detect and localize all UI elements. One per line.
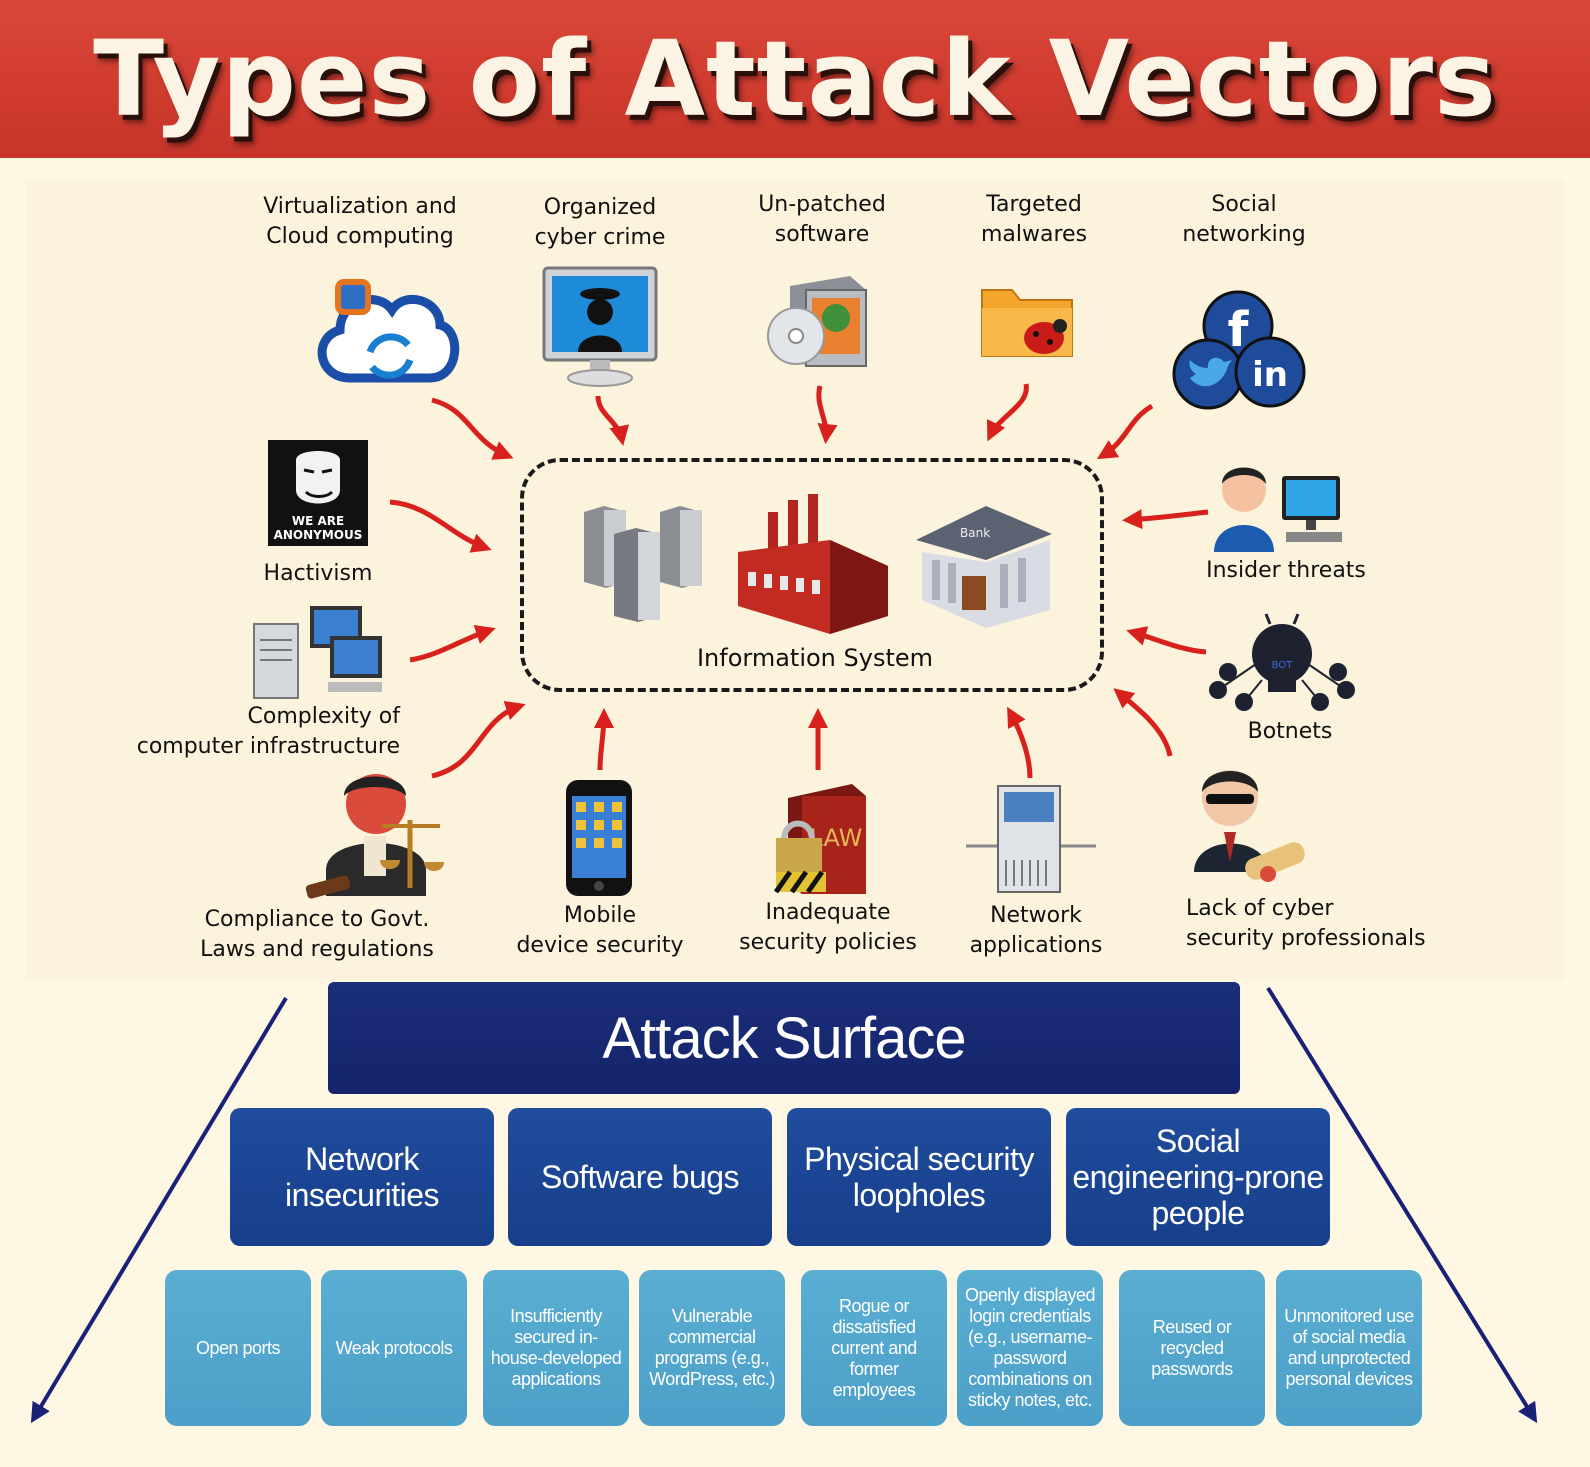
label-security-policies: Inadequate security policies [739,900,917,955]
arrow-mobile [593,708,614,771]
svg-text:ANONYMOUS: ANONYMOUS [274,528,363,542]
linkedin-icon: in [1234,336,1306,408]
arrow-complexity [409,624,496,663]
label-unpatched-software: Un-patched software [758,192,886,247]
arrow-hactivism [389,499,492,553]
law-book-lock-icon: LAW [773,784,866,894]
network-server-icon [966,785,1096,893]
anonymous-mask-icon: WE ARE ANONYMOUS [268,440,368,546]
category-physical-security: Physical security loopholes [787,1108,1051,1246]
item-weak-protocols: Weak protocols [321,1270,467,1426]
category-social-engineering: Social engineering-prone people [1066,1108,1330,1246]
twitter-icon [1172,338,1244,410]
cloud-icon [317,279,460,383]
information-system-box [520,458,1104,692]
attack-surface-banner: Attack Surface [328,982,1240,1094]
folder-bug-icon [981,289,1073,357]
label-complexity: Complexity of computer infrastructure [136,704,400,759]
arrow-botnets [1126,626,1207,655]
label-virtualization: Virtualization and Cloud computing [263,194,457,249]
security-agent-icon [1194,770,1305,882]
header-banner: Types of Attack Vectors [0,0,1590,158]
item-login-credentials: Openly displayed login credentials (e.g.… [957,1270,1103,1426]
page-title: Types of Attack Vectors [93,18,1497,140]
svg-text:BOT: BOT [1272,660,1294,671]
category-network-insecurities: Network insecurities [230,1108,494,1246]
arrow-virtualization [431,397,514,460]
svg-text:Bank: Bank [960,526,990,540]
label-compliance: Compliance to Govt. Laws and regulations [200,907,434,962]
svg-text:in: in [1252,355,1288,395]
arrow-social [1096,403,1154,460]
item-rogue-employees: Rogue or dissatisfied current and former… [801,1270,947,1426]
arrow-malwares [987,383,1029,442]
item-inhouse-applications: Insufficiently secured in- house-develop… [483,1270,629,1426]
botnet-robot-icon: BOT [1209,613,1355,711]
arrow-compliance [431,700,526,779]
item-commercial-programs: Vulnerable commercial programs (e.g., Wo… [639,1270,785,1426]
arrow-professionals [1113,688,1173,757]
arrow-network-apps [1007,706,1033,779]
arrow-insider [1122,509,1209,530]
computer-cluster-icon [253,606,382,699]
judge-scales-icon [305,774,444,899]
svg-text:WE ARE: WE ARE [292,514,344,528]
svg-text:f: f [1228,302,1250,358]
arrow-unpatched [816,385,838,444]
label-social-networking: Social networking [1182,192,1306,247]
label-network-applications: Network applications [969,903,1103,958]
label-insider-threats: Insider threats [1206,558,1366,583]
label-security-professionals: Lack of cyber security professionals [1186,896,1426,951]
label-organized-crime: Organized cyber crime [534,195,666,250]
software-box-icon [767,276,867,367]
category-software-bugs: Software bugs [508,1108,772,1246]
item-open-ports: Open ports [165,1270,311,1426]
arrow-organized-crime [595,395,630,446]
item-social-media-devices: Unmonitored use of social media and unpr… [1276,1270,1422,1426]
hacker-monitor-icon [542,266,658,387]
insider-user-icon [1214,467,1342,552]
label-hactivism: Hactivism [263,561,373,586]
label-botnets: Botnets [1247,719,1333,744]
label-mobile-security: Mobile device security [516,903,684,958]
server-towers-icon [584,506,702,622]
item-reused-passwords: Reused or recycled passwords [1119,1270,1265,1426]
information-system-label: Information System [696,644,934,672]
bank-icon: Bank [916,506,1052,628]
arrow-left-surface [30,996,288,1424]
arrow-right-surface [1266,986,1538,1424]
label-targeted-malwares: Targeted malwares [980,192,1088,247]
factory-icon [738,494,888,634]
smartphone-icon [566,780,632,896]
